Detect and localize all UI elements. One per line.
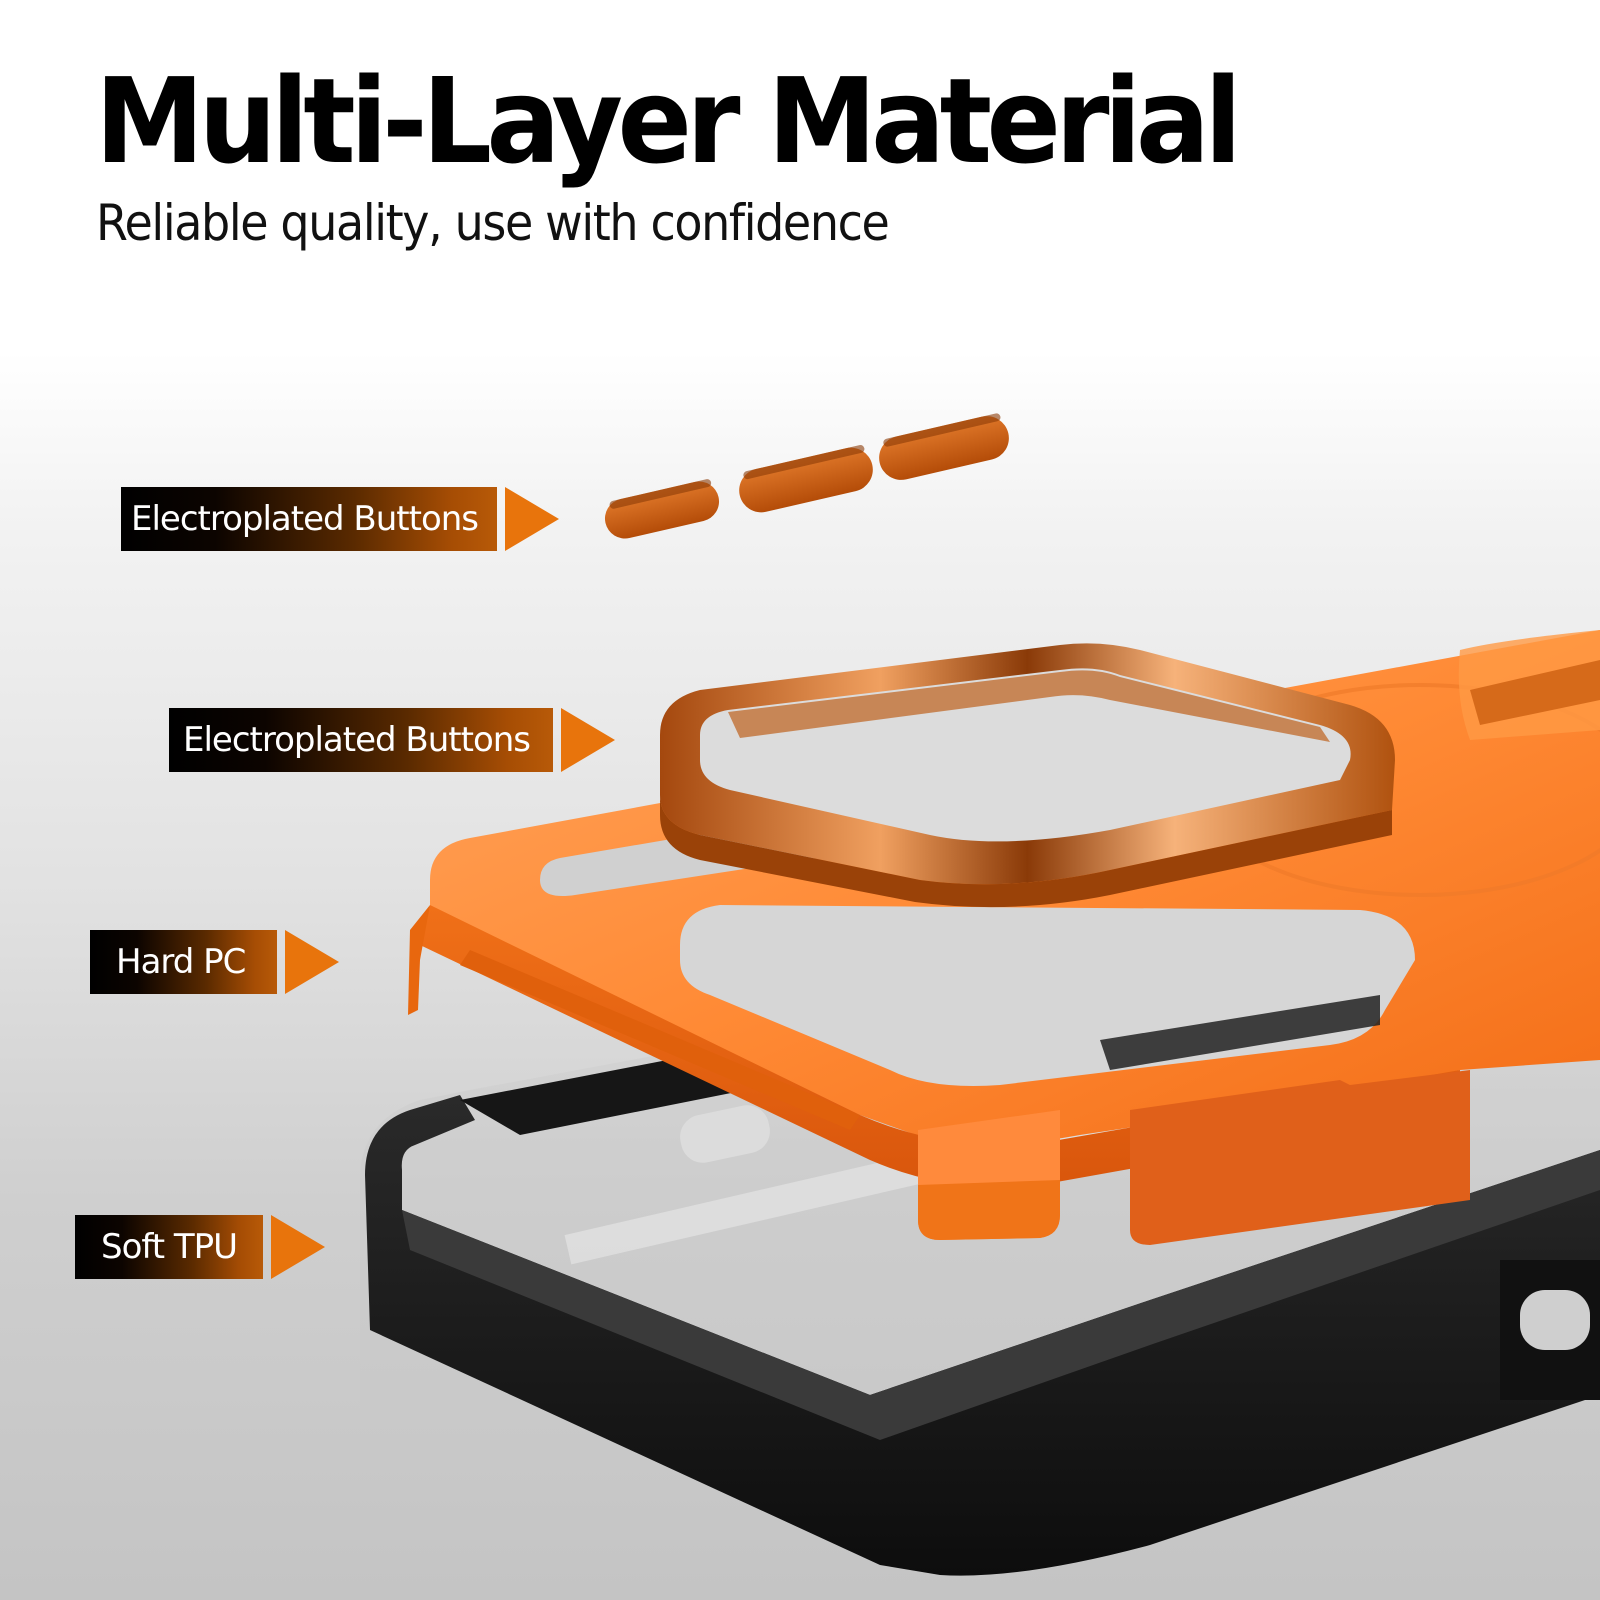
callout-hard-pc: Hard PC [90, 930, 339, 994]
callout-soft-tpu: Soft TPU [75, 1215, 325, 1279]
camera-ring [660, 643, 1395, 908]
page-title: Multi-Layer Material [95, 52, 1242, 190]
arrow-right-icon [285, 930, 339, 994]
side-buttons [604, 413, 1009, 539]
arrow-right-icon [505, 487, 559, 551]
callout-label: Hard PC [90, 930, 277, 994]
callout-label: Electroplated Buttons [169, 708, 553, 772]
callout-electroplated-buttons-1: Electroplated Buttons [121, 487, 559, 551]
arrow-right-icon [561, 708, 615, 772]
arrow-right-icon [271, 1215, 325, 1279]
callout-electroplated-buttons-2: Electroplated Buttons [169, 708, 615, 772]
callout-label: Electroplated Buttons [121, 487, 497, 551]
callout-label: Soft TPU [75, 1215, 263, 1279]
page-subtitle: Reliable quality, use with confidence [96, 194, 890, 252]
